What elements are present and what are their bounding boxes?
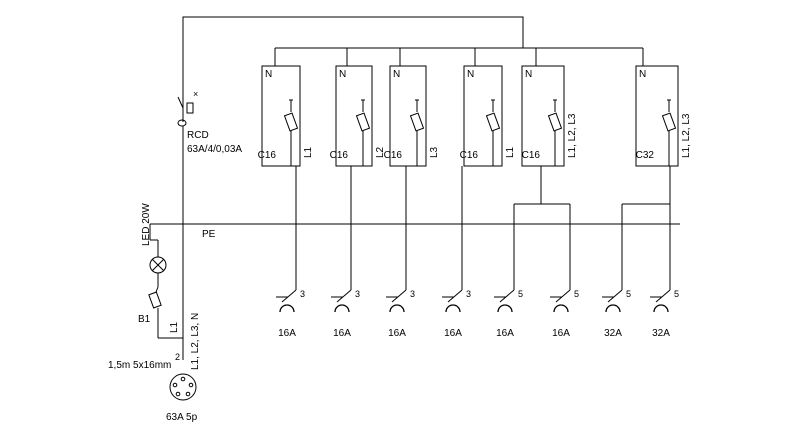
- socket-poles: 5: [626, 289, 631, 299]
- plug-label: 63A 5p: [166, 412, 198, 423]
- socket-poles: 5: [574, 289, 579, 299]
- socket-rating: 16A: [278, 328, 296, 339]
- socket-poles: 3: [410, 289, 415, 299]
- breaker-n-label: N: [339, 69, 346, 80]
- socket-rating: 32A: [604, 328, 622, 339]
- busbar: [274, 47, 644, 66]
- socket-rating: 16A: [333, 328, 351, 339]
- breaker-phase: L1: [303, 146, 314, 158]
- socket-2: 3 16A: [331, 289, 360, 339]
- three-phase-distribution: [513, 166, 671, 290]
- rcd-symbol: ×: [177, 89, 198, 360]
- rcd-label: RCD: [187, 130, 209, 141]
- fuse-b1-phase: L1: [169, 321, 180, 333]
- breaker-5: N C16 L1, L2, L3: [521, 65, 578, 167]
- socket-4: 3 16A: [442, 289, 471, 339]
- single-phase-drops: [295, 166, 463, 290]
- supply-cable-superscript: 2: [175, 352, 180, 362]
- breaker-4: N C16 L1: [460, 65, 516, 167]
- breaker-n-label: N: [467, 69, 474, 80]
- socket-rating: 32A: [652, 328, 670, 339]
- socket-3: 3 16A: [386, 289, 415, 339]
- socket-rating: 16A: [388, 328, 406, 339]
- breaker-phase: L3: [429, 146, 440, 158]
- socket-5: 5 16A: [494, 289, 523, 339]
- breaker-phase: L1, L2, L3: [567, 113, 578, 158]
- led-label: LED 20W: [141, 203, 152, 246]
- breaker-rating: C16: [258, 150, 277, 161]
- breaker-1: N C16 L1: [258, 65, 314, 167]
- socket-8: 5 32A: [650, 289, 679, 339]
- pe-bar: [149, 223, 680, 240]
- pe-label: PE: [202, 229, 216, 240]
- socket-rating: 16A: [552, 328, 570, 339]
- socket-rating: 16A: [444, 328, 462, 339]
- breaker-n-label: N: [525, 69, 532, 80]
- socket-rating: 16A: [496, 328, 514, 339]
- breaker-rating: C16: [522, 150, 541, 161]
- sockets: 3 16A 3 16A 3 16A 3 16A 5 16A 5 16A 5 32A 5 32A: [276, 289, 679, 339]
- breaker-n-label: N: [393, 69, 400, 80]
- socket-poles: 3: [300, 289, 305, 299]
- socket-1: 3 16A: [276, 289, 305, 339]
- breaker-rating: C16: [384, 150, 403, 161]
- breaker-phase: L2: [375, 146, 386, 158]
- rcd-rating: 63A/4/0,03A: [187, 144, 242, 155]
- supply-conductors: L1, L2, L3, N: [190, 313, 201, 370]
- rcd-contact-mark: ×: [193, 89, 198, 99]
- breaker-rating: C16: [460, 150, 479, 161]
- breaker-n-label: N: [265, 69, 272, 80]
- fuse-b1: [148, 286, 183, 339]
- socket-poles: 3: [466, 289, 471, 299]
- breaker-2: N C16 L2: [330, 65, 386, 167]
- socket-6: 5 16A: [550, 289, 579, 339]
- rcd-feed-line: [182, 16, 524, 122]
- led-lamp: [149, 239, 167, 287]
- socket-poles: 5: [674, 289, 679, 299]
- breaker-phase: L1: [505, 146, 516, 158]
- socket-poles: 3: [355, 289, 360, 299]
- fuse-b1-name: B1: [138, 314, 151, 325]
- plug-63a-5p: [169, 373, 197, 401]
- breaker-phase: L1, L2, L3: [681, 113, 692, 158]
- breaker-n-label: N: [639, 69, 646, 80]
- breaker-6: N C32 L1, L2, L3: [635, 65, 692, 167]
- socket-7: 5 32A: [602, 289, 631, 339]
- breaker-3: N C16 L3: [384, 65, 440, 167]
- breaker-rating: C16: [330, 150, 349, 161]
- socket-poles: 5: [518, 289, 523, 299]
- breaker-rating: C32: [636, 150, 655, 161]
- supply-cable: 1,5m 5x16mm: [108, 360, 171, 371]
